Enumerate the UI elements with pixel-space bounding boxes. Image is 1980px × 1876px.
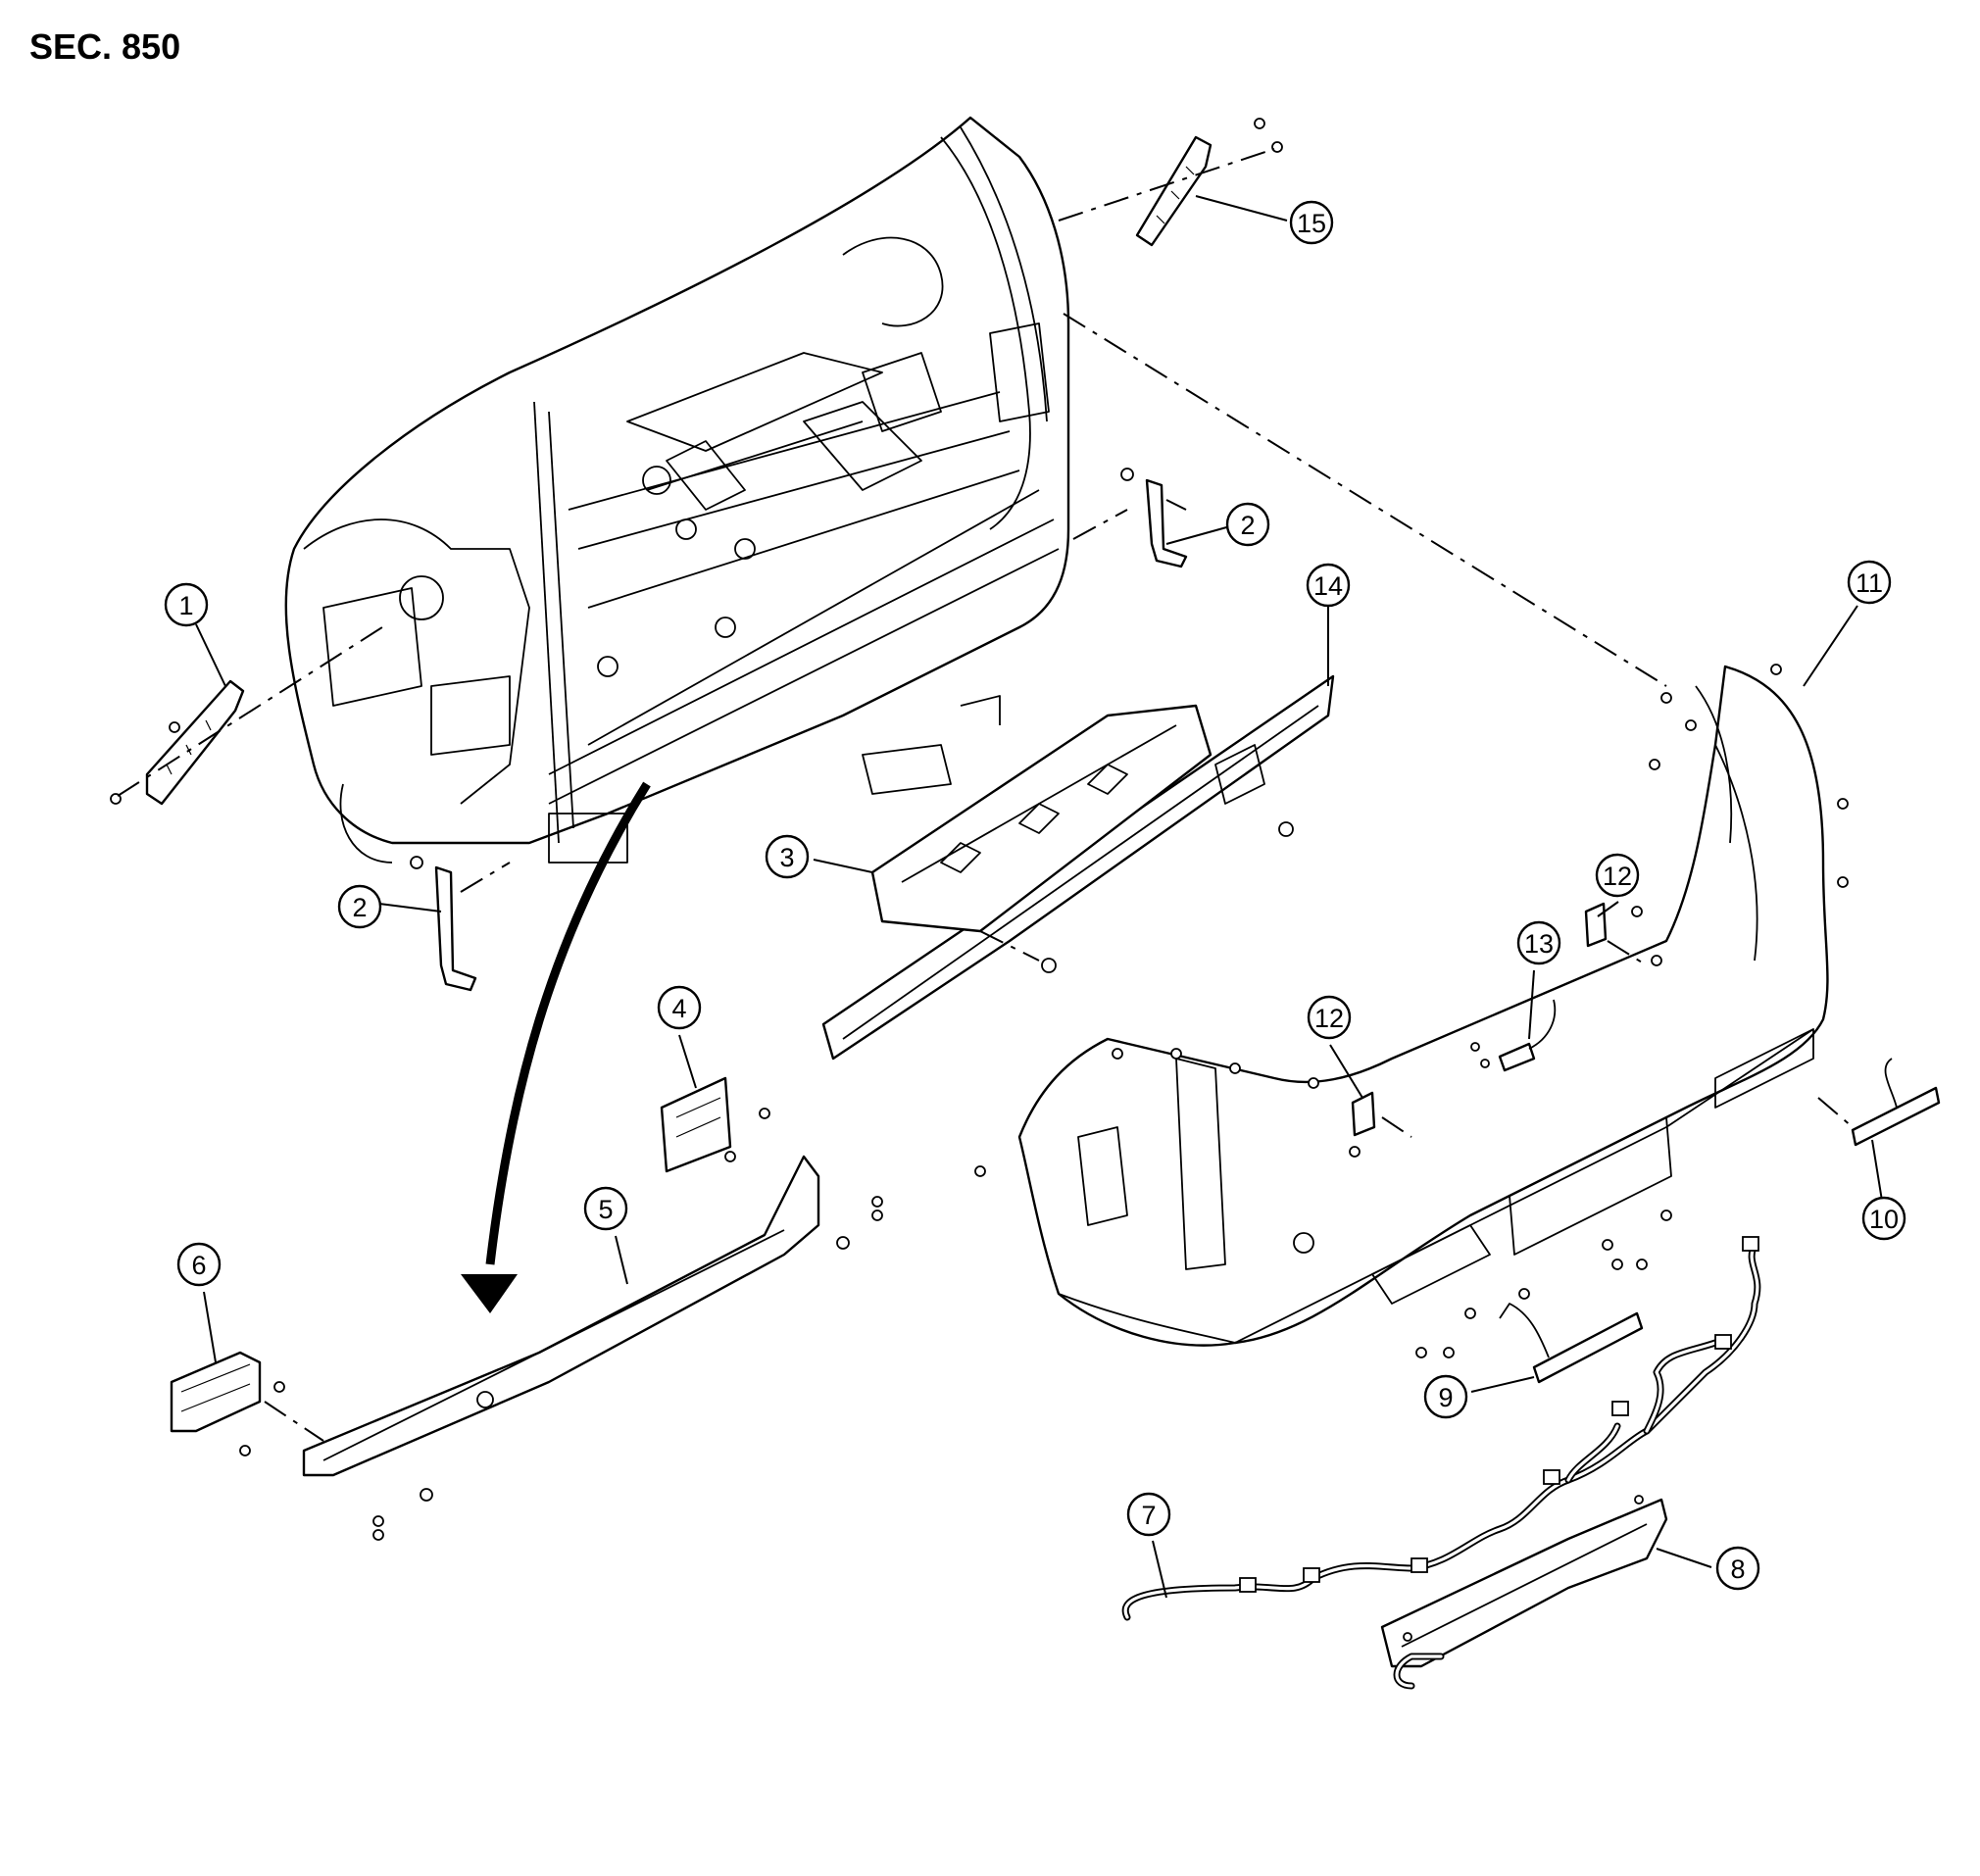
part-2-bracket-upper bbox=[1120, 468, 1188, 568]
callout-c10: 10 bbox=[1861, 1196, 1906, 1241]
part-8-harness-protector bbox=[1380, 1495, 1668, 1690]
callout-circle bbox=[1307, 995, 1352, 1040]
callout-c2b: 2 bbox=[1225, 502, 1270, 547]
callout-label: 4 bbox=[671, 994, 686, 1023]
part-15-side-bracket bbox=[1058, 118, 1283, 247]
callout-label: 1 bbox=[178, 591, 193, 620]
vehicle-rear-body bbox=[284, 116, 1070, 864]
callout-circle bbox=[1861, 1196, 1906, 1241]
callout-c11: 11 bbox=[1847, 560, 1892, 605]
callout-label: 13 bbox=[1524, 929, 1554, 959]
callout-label: 6 bbox=[191, 1251, 206, 1280]
part-1-side-bracket bbox=[110, 626, 383, 806]
callout-label: 7 bbox=[1141, 1501, 1156, 1530]
callout-circle bbox=[583, 1186, 628, 1231]
callout-c9: 9 bbox=[1423, 1374, 1468, 1419]
callout-c3: 3 bbox=[765, 834, 810, 879]
callout-label: 8 bbox=[1730, 1555, 1745, 1584]
callout-circle bbox=[176, 1242, 222, 1287]
callout-label: 9 bbox=[1438, 1383, 1453, 1412]
leader-lines bbox=[195, 195, 1883, 1599]
callout-c12b: 12 bbox=[1595, 853, 1640, 898]
callout-circle bbox=[1126, 1492, 1171, 1537]
callout-label: 3 bbox=[779, 843, 794, 872]
callout-c7: 7 bbox=[1126, 1492, 1171, 1537]
part-5-reinforcement bbox=[302, 1155, 883, 1541]
part-4-bracket bbox=[660, 1076, 770, 1173]
part-12-clip-left bbox=[1351, 1091, 1412, 1138]
callout-circle bbox=[1715, 1546, 1760, 1591]
part-11-bumper-fascia bbox=[974, 313, 1849, 1358]
callout-label: 10 bbox=[1869, 1205, 1899, 1234]
callout-c1: 1 bbox=[164, 582, 209, 627]
callout-label: 12 bbox=[1314, 1004, 1344, 1033]
callout-c4: 4 bbox=[657, 985, 702, 1030]
part-7-harness bbox=[1121, 1236, 1761, 1621]
callout-circle bbox=[1595, 853, 1640, 898]
callout-label: 14 bbox=[1313, 571, 1343, 601]
callout-circle bbox=[1306, 563, 1351, 608]
callout-circle bbox=[1423, 1374, 1468, 1419]
detail-arrow bbox=[461, 781, 651, 1313]
callout-c5: 5 bbox=[583, 1186, 628, 1231]
part-13-sensor bbox=[1470, 999, 1557, 1072]
callout-label: 2 bbox=[352, 893, 367, 922]
callout-label: 11 bbox=[1856, 568, 1883, 598]
section-title: SEC. 850 bbox=[29, 26, 180, 67]
callout-c6: 6 bbox=[176, 1242, 222, 1287]
callout-c13: 13 bbox=[1516, 920, 1561, 965]
callout-circle bbox=[1847, 560, 1892, 605]
callout-c12a: 12 bbox=[1307, 995, 1352, 1040]
callout-circle bbox=[1516, 920, 1561, 965]
callout-c14: 14 bbox=[1306, 563, 1351, 608]
part-9-lamp bbox=[1499, 1303, 1644, 1384]
callout-c8: 8 bbox=[1715, 1546, 1760, 1591]
part-6-bracket bbox=[170, 1351, 324, 1456]
callout-label: 12 bbox=[1603, 862, 1632, 891]
callout-circle bbox=[1225, 502, 1270, 547]
callout-c2a: 2 bbox=[337, 884, 382, 929]
callout-circle bbox=[1289, 200, 1334, 245]
callout-label: 5 bbox=[598, 1195, 613, 1224]
callout-circle bbox=[657, 985, 702, 1030]
callout-label: 15 bbox=[1297, 209, 1326, 238]
callout-circle bbox=[164, 582, 209, 627]
part-10-lamp bbox=[1817, 1058, 1941, 1147]
part-2-bracket-lower bbox=[410, 856, 511, 992]
callout-circle bbox=[337, 884, 382, 929]
part-3-absorber bbox=[870, 704, 1213, 973]
callout-label: 2 bbox=[1240, 511, 1255, 540]
callout-circle bbox=[765, 834, 810, 879]
callout-c15: 15 bbox=[1289, 200, 1334, 245]
